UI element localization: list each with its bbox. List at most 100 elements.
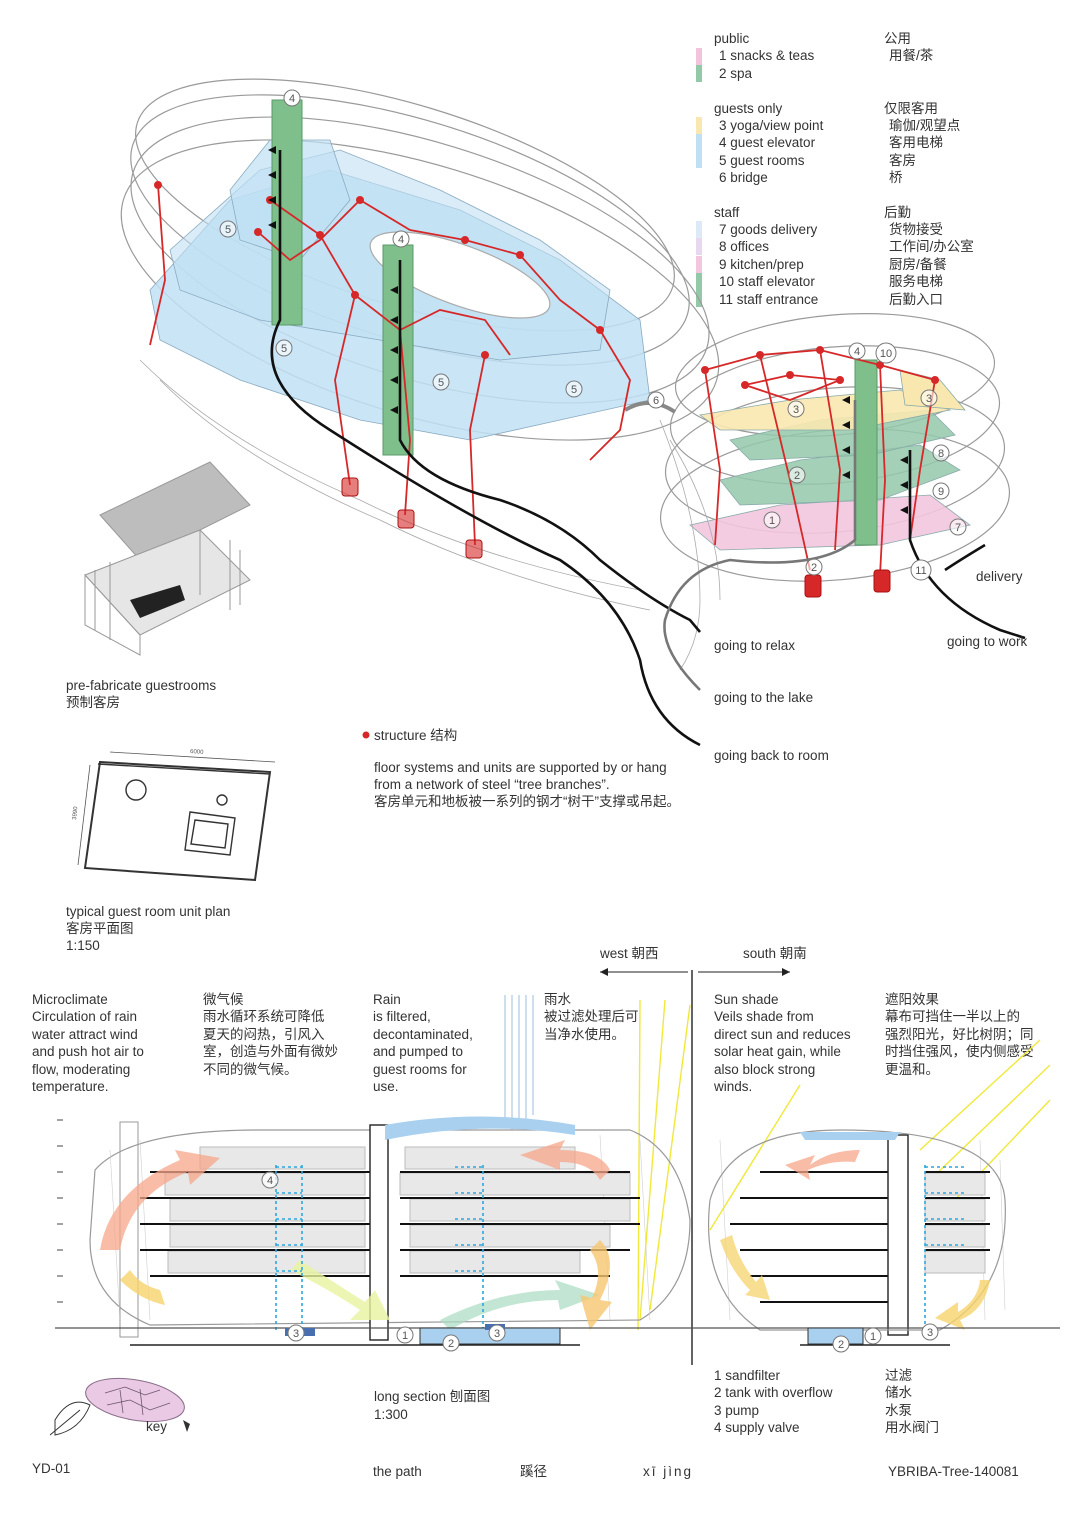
level-ticks bbox=[57, 1119, 63, 1303]
delivery-label: delivery bbox=[976, 569, 1023, 584]
section-marker-label: 1 bbox=[870, 1331, 876, 1343]
zone-marker-8 bbox=[932, 444, 950, 462]
key-label: key bbox=[146, 1419, 168, 1434]
zone-marker-2 bbox=[788, 466, 806, 484]
zone-marker-label: 2 bbox=[794, 470, 800, 482]
zone-marker-9 bbox=[932, 482, 950, 500]
section-marker-label: 2 bbox=[838, 1339, 844, 1351]
compass-west: west 朝西 bbox=[600, 946, 659, 961]
dimension-side: 3990 bbox=[72, 806, 79, 821]
paving-hatch bbox=[139, 359, 721, 671]
structure-description: floor systems and units are supported by… bbox=[374, 760, 667, 775]
unit-plan-title: typical guest room unit plan bbox=[66, 904, 231, 919]
going-to-relax-label: going to relax bbox=[714, 638, 796, 653]
legend-item-zh: 工作间/办公室 bbox=[889, 239, 974, 254]
zone-marker-4 bbox=[848, 342, 866, 360]
legend-item: 3 yoga/view point bbox=[719, 118, 824, 133]
legend-swatch bbox=[696, 65, 702, 82]
section-scale: 1:300 bbox=[374, 1407, 408, 1422]
legend-item-zh: 桥 bbox=[889, 170, 903, 185]
small-pod-section bbox=[707, 1129, 1006, 1331]
compass-south: south 朝南 bbox=[743, 946, 807, 961]
section-marker-label: 3 bbox=[293, 1328, 299, 1340]
zone-marker-5 bbox=[565, 380, 583, 398]
long-section-drawing: 4 3 1 2 3 2 1 3 bbox=[55, 995, 1060, 1353]
legend-item-zh: 厨房/备餐 bbox=[889, 257, 947, 272]
zone-marker-5 bbox=[219, 220, 237, 238]
zone-marker-label: 4 bbox=[398, 234, 404, 246]
zone-marker-7 bbox=[949, 518, 967, 536]
compass-arrows bbox=[600, 968, 790, 1365]
elevator-core bbox=[369, 1124, 389, 1341]
legend-item-zh: 用餐/茶 bbox=[889, 48, 934, 63]
airflow-arrows bbox=[100, 1140, 990, 1330]
zone-marker-5 bbox=[432, 373, 450, 391]
going-to-work-label: going to work bbox=[947, 634, 1028, 649]
large-pod-shell bbox=[120, 78, 720, 441]
legend-swatch bbox=[696, 48, 702, 65]
unit-plan-title-zh: 客房平面图 bbox=[66, 921, 134, 936]
zone-marker-10 bbox=[875, 342, 897, 364]
legend-group-title-staff: staff bbox=[714, 205, 740, 220]
zone-marker-label: 8 bbox=[938, 448, 944, 460]
zone-marker-label: 2 bbox=[811, 562, 817, 574]
zone-marker-label: 5 bbox=[281, 343, 287, 355]
legend-group-title-guests: guests only bbox=[714, 101, 783, 116]
structure-legend-dot bbox=[362, 731, 370, 739]
legend-group-title-guests-zh: 仅限客用 bbox=[884, 101, 938, 116]
staff-elevator-core bbox=[854, 359, 878, 546]
zone-marker-2 bbox=[805, 558, 823, 576]
legend-item: 7 goods delivery bbox=[719, 222, 818, 237]
legend-swatch bbox=[696, 238, 702, 255]
legend-item: 8 offices bbox=[719, 239, 770, 254]
rain-collector-roof bbox=[800, 1132, 900, 1140]
zone-marker-4 bbox=[283, 89, 301, 107]
zone-marker-label: 5 bbox=[225, 224, 231, 236]
legend-group-title-public-zh: 公用 bbox=[884, 31, 911, 46]
legend-item: 4 guest elevator bbox=[719, 135, 816, 150]
section-marker-label: 2 bbox=[448, 1338, 454, 1350]
legend-item: 6 bridge bbox=[719, 170, 768, 185]
rain-lines bbox=[504, 995, 534, 1130]
zone-marker-3 bbox=[787, 400, 805, 418]
section-marker-label: 4 bbox=[267, 1175, 273, 1187]
legend-swatch bbox=[696, 273, 702, 307]
zone-marker-label: 7 bbox=[955, 522, 961, 534]
zone-marker-11 bbox=[910, 559, 932, 581]
circulation-paths bbox=[270, 150, 1026, 747]
unit-plan-drawing: 6000 3990 bbox=[72, 749, 276, 882]
legend-item-zh: 瑜伽/观望点 bbox=[889, 118, 961, 133]
legend-item-zh: 货物接受 bbox=[889, 222, 943, 237]
going-to-lake-label: going to the lake bbox=[714, 690, 814, 705]
footer-path-en: the path bbox=[373, 1464, 422, 1479]
zone-marker-5 bbox=[275, 339, 293, 357]
zone-marker-label: 11 bbox=[915, 565, 926, 577]
water-supply-pipes bbox=[275, 1165, 965, 1330]
legend-swatch bbox=[696, 221, 702, 238]
zone-markers: 4 5 4 5 5 5 6 4 10 3 3 8 2 9 1 7 2 11 bbox=[219, 89, 967, 581]
footer-path-zh: 蹊径 bbox=[520, 1464, 547, 1479]
zone-marker-label: 6 bbox=[653, 395, 659, 407]
legend-item-zh: 客用电梯 bbox=[889, 135, 943, 150]
going-back-label: going back to room bbox=[714, 748, 829, 763]
zone-marker-label: 9 bbox=[938, 486, 944, 498]
zone-marker-6 bbox=[647, 391, 665, 409]
zone-marker-label: 10 bbox=[880, 348, 892, 360]
floor-slabs bbox=[140, 1171, 990, 1303]
zone-marker-label: 3 bbox=[793, 404, 799, 416]
zone-marker-label: 1 bbox=[769, 515, 775, 527]
zone-marker-label: 3 bbox=[926, 393, 932, 405]
structure-footings bbox=[341, 477, 891, 598]
legend-item: 5 guest rooms bbox=[719, 153, 805, 168]
footer-pinyin: xī jìng bbox=[643, 1464, 694, 1479]
axonometric-drawing: 4 5 4 5 5 5 6 4 10 3 3 8 2 9 1 7 2 11 bbox=[84, 78, 1026, 747]
legend-group-title-public: public bbox=[714, 31, 750, 46]
section-title: long section 刨面图 bbox=[374, 1389, 491, 1404]
zone-marker-label: 4 bbox=[854, 346, 860, 358]
structure-legend-label: structure 结构 bbox=[374, 728, 458, 743]
zone-marker-1 bbox=[763, 511, 781, 529]
legend-group-title-staff-zh: 后勤 bbox=[884, 205, 911, 220]
rain-collector-roof bbox=[385, 1116, 575, 1140]
section-marker-label: 3 bbox=[927, 1327, 933, 1339]
prefab-guestroom-drawing bbox=[84, 461, 251, 656]
